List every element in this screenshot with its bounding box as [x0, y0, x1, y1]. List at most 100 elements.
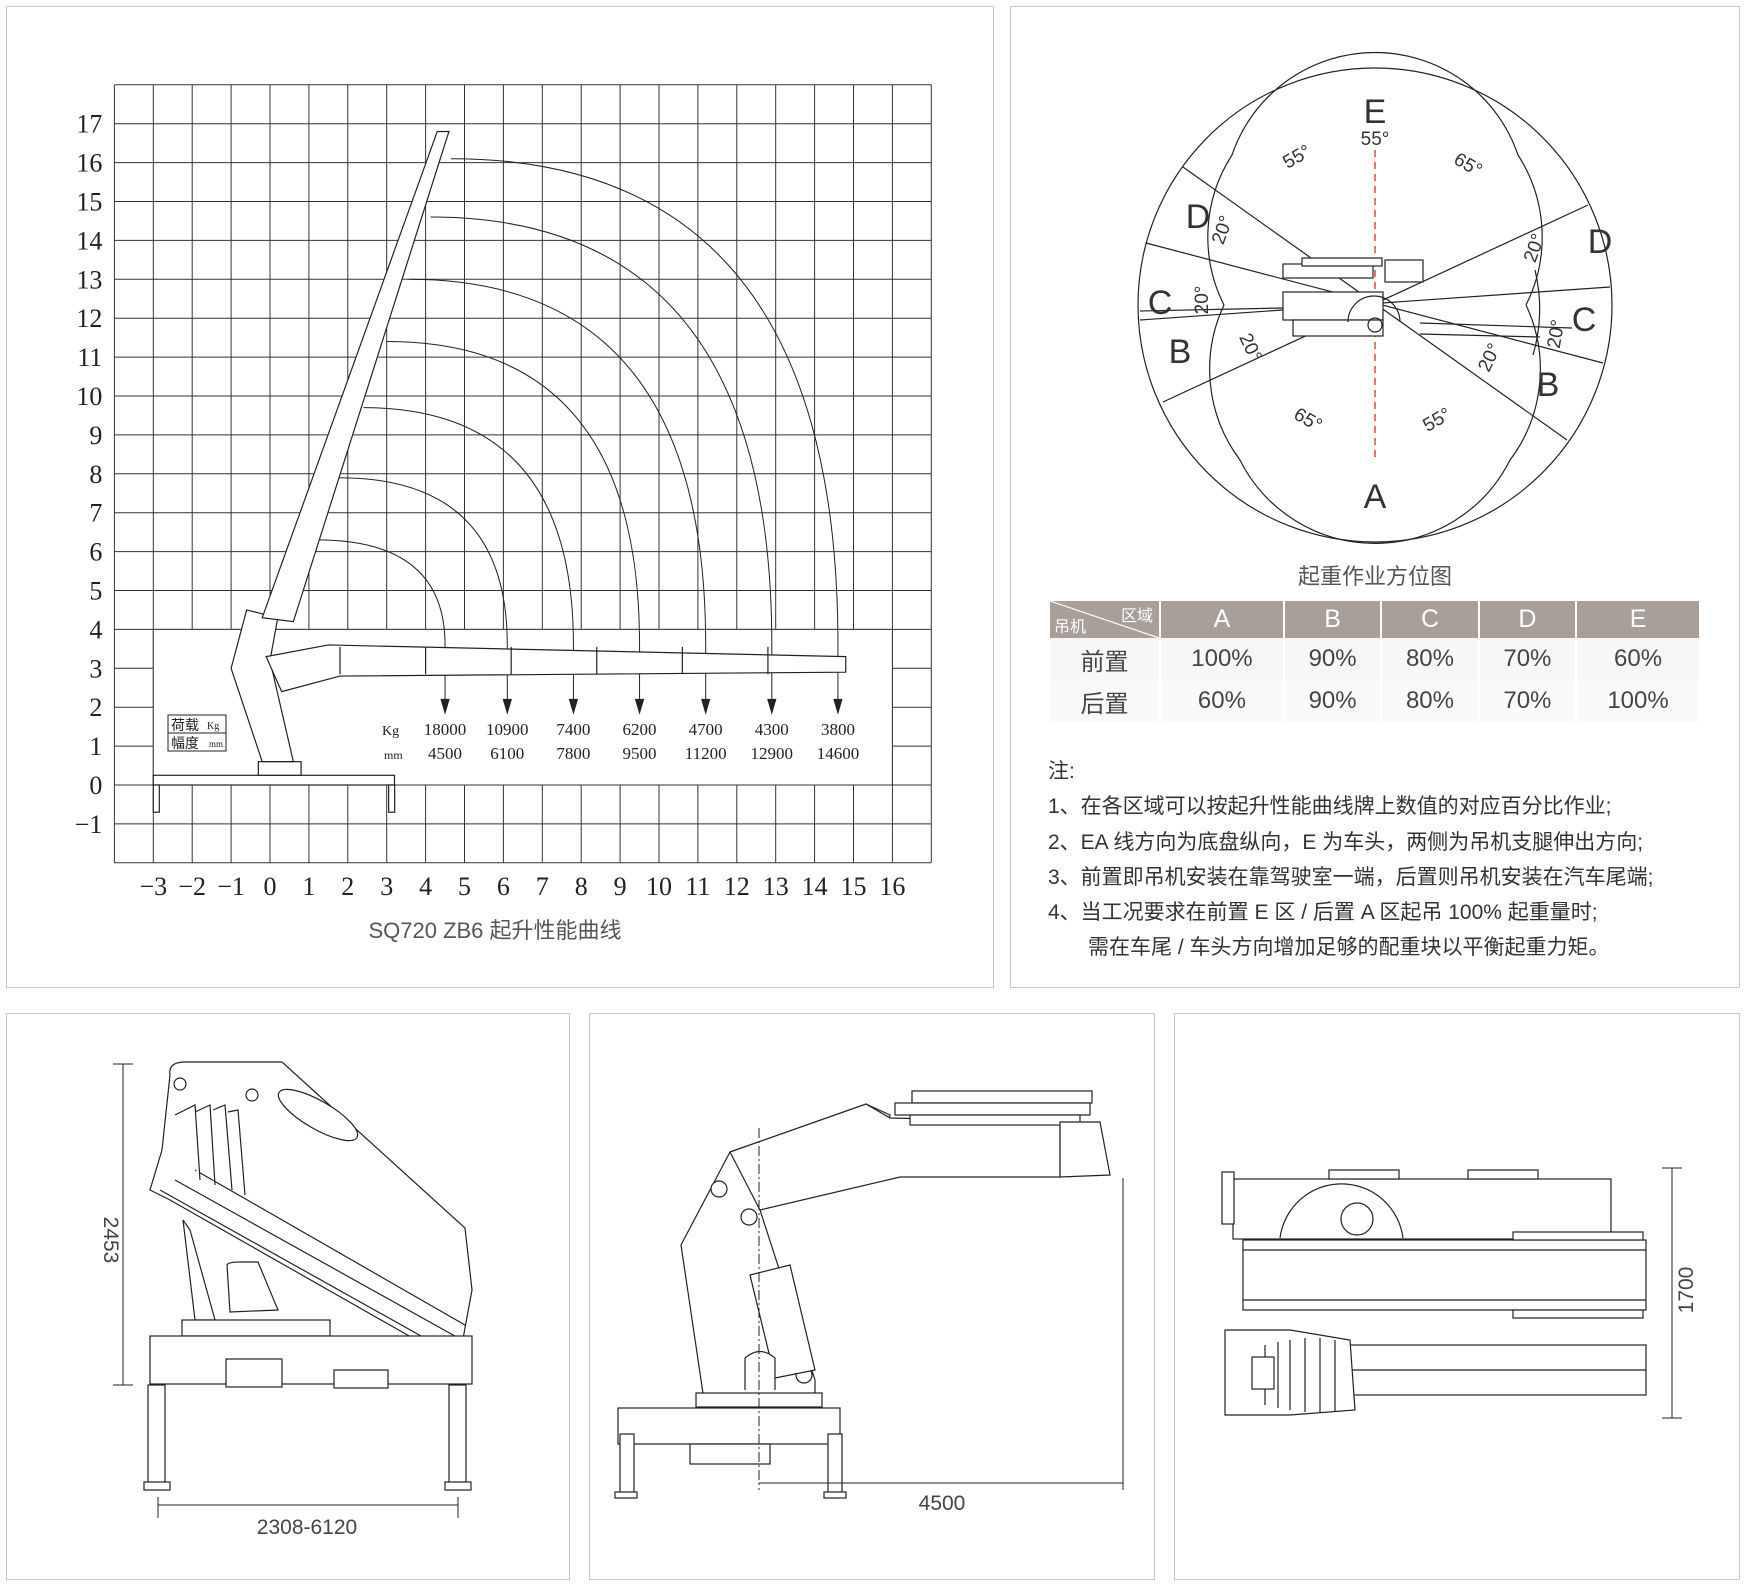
outrigger-beam	[152, 774, 396, 786]
orientation-panel	[1010, 6, 1740, 988]
y-tick-label: 2	[89, 693, 102, 722]
cell-value: 70%	[1479, 638, 1576, 680]
outrigger-leg-left	[152, 784, 160, 813]
column-header-e: E	[1577, 601, 1699, 638]
angle-label-e-left: 55°	[1280, 141, 1315, 174]
top-view-drawing	[1221, 1169, 1647, 1416]
kg-row-unit: Kg	[382, 724, 399, 739]
y-tick-label: 4	[89, 615, 102, 644]
cell-value: 80%	[1382, 638, 1478, 680]
angle-arc-top	[1231, 51, 1519, 156]
angle-label-20-3: 20°	[1234, 330, 1265, 365]
x-tick-label: 16	[879, 872, 905, 901]
load-arc	[408, 278, 707, 645]
zone-percentage-table: 区域 吊机 A B C D E 前置 100% 90% 80% 70% 60% …	[1048, 601, 1701, 722]
y-tick-label: 1	[89, 732, 102, 761]
y-tick-label: 5	[89, 577, 102, 606]
column-header-d: D	[1479, 601, 1576, 638]
row-label: 前置	[1050, 638, 1159, 680]
table-row-rear: 后置 60% 90% 80% 70% 100%	[1050, 680, 1699, 722]
zone-label-e: E	[1364, 93, 1387, 131]
x-tick-label: 14	[802, 872, 828, 901]
radius-mm-label: 7800	[556, 744, 590, 763]
orientation-labels: E A D D C C B B	[1148, 93, 1613, 516]
y-tick-label: 8	[89, 460, 102, 489]
cell-value: 90%	[1284, 680, 1381, 722]
radius-mm-label: 12900	[751, 744, 794, 763]
raised-boom	[261, 130, 450, 623]
corner-crane-label: 吊机	[1054, 619, 1087, 636]
load-arrow-head	[701, 698, 711, 715]
radius-mm-label: 6100	[490, 744, 524, 763]
angle-labels: 55° 55° 65° 65° 55° 20° 20° 20° 20° 20° …	[1192, 129, 1569, 437]
crane-top-icon	[1139, 257, 1573, 338]
crane-boom-drawing	[152, 130, 847, 813]
legend-radius-label: 幅度	[171, 736, 199, 752]
zone-label-d-left: D	[1186, 198, 1211, 236]
note-item: 3、前置即吊机安装在靠驾驶室一端，后置则吊机安装在汽车尾端;	[1048, 865, 1654, 889]
cell-value: 70%	[1479, 680, 1576, 722]
cell-value: 80%	[1382, 680, 1478, 722]
zone-label-a: A	[1364, 478, 1387, 516]
radius-mm-label: 11200	[685, 744, 727, 763]
x-tick-label: −2	[178, 872, 206, 901]
x-tick-label: 15	[841, 872, 867, 901]
y-tick-label: 10	[76, 382, 102, 411]
load-arrow-head	[502, 698, 512, 715]
load-kg-label: 6200	[623, 720, 657, 739]
load-arrow-head	[440, 698, 450, 715]
load-arcs	[316, 158, 843, 715]
y-tick-label: 16	[76, 149, 102, 178]
load-kg-label: 7400	[556, 720, 590, 739]
y-tick-label: 9	[89, 421, 102, 450]
y-tick-label: 14	[76, 226, 102, 255]
mm-row-unit: mm	[384, 748, 403, 762]
load-labels: 1800045001090061007400780062009500470011…	[424, 720, 859, 763]
load-arc	[451, 158, 839, 645]
x-tick-label: 2	[341, 872, 354, 901]
note-item: 1、在各区域可以按起升性能曲线牌上数值的对应百分比作业;	[1048, 795, 1612, 819]
legend-radius-unit: mm	[209, 739, 223, 749]
outrigger-span-label: 2308-6120	[257, 1516, 357, 1539]
x-tick-label: 3	[380, 872, 393, 901]
y-tick-label: 13	[76, 265, 102, 294]
angle-label-e-right: 65°	[1450, 149, 1485, 182]
load-arc	[430, 216, 773, 645]
outer-circle	[1137, 67, 1613, 543]
x-tick-label: −3	[139, 872, 167, 901]
y-tick-label: 3	[89, 654, 102, 683]
orientation-caption: 起重作业方位图	[1297, 564, 1453, 589]
load-chart-caption: SQ720 ZB6 起升性能曲线	[368, 918, 622, 943]
load-legend-box: 荷载 Kg 幅度 mm	[167, 714, 227, 752]
load-kg-label: 4700	[689, 720, 723, 739]
angle-label-a-left: 65°	[1290, 404, 1325, 437]
load-arrow-head	[833, 698, 843, 715]
note-item: 需在车尾 / 车头方向增加足够的配重块以平衡起重力矩。	[1088, 936, 1610, 960]
angle-label-20-4: 20°	[1520, 231, 1550, 265]
column-header-c: C	[1382, 601, 1478, 638]
load-arrow-head	[767, 698, 777, 715]
y-tick-label: −1	[75, 810, 103, 839]
note-item: 2、EA 线方向为底盘纵向，E 为车头，两侧为吊机支腿伸出方向;	[1048, 830, 1644, 854]
zone-label-b-left: B	[1169, 333, 1192, 371]
width-dimension	[1662, 1167, 1682, 1419]
y-tick-label: 15	[76, 188, 102, 217]
notes-title: 注:	[1048, 760, 1075, 783]
x-tick-label: −1	[217, 872, 245, 901]
y-tick-label: 6	[89, 538, 102, 567]
load-kg-label: 10900	[486, 720, 529, 739]
cell-value: 100%	[1577, 680, 1699, 722]
x-tick-label: 1	[302, 872, 315, 901]
extended-crane-drawing	[614, 1090, 1111, 1499]
reach-label: 4500	[919, 1492, 966, 1515]
y-tick-label: 11	[77, 343, 102, 372]
reach-dimension	[758, 1128, 1124, 1490]
y-tick-label: 7	[89, 499, 102, 528]
table-corner-cell: 区域 吊机	[1050, 601, 1159, 638]
folded-crane-drawing	[143, 1061, 473, 1491]
legend-load-unit: Kg	[207, 721, 219, 732]
column-header-b: B	[1284, 601, 1381, 638]
y-tick-label: 0	[89, 771, 102, 800]
